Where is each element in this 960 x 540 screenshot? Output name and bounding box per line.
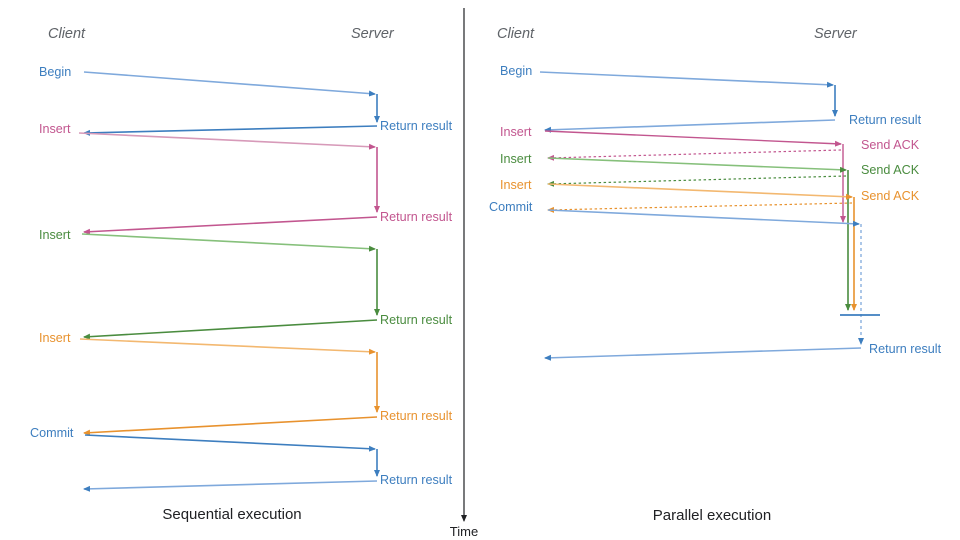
left-panel-caption: Sequential execution [162, 506, 301, 523]
right-actor-client-label: Client [497, 26, 535, 42]
left-label-insert-2: Insert [39, 228, 71, 242]
right-arrow-begin-request [539, 71, 834, 88]
right-arrow-insert2-request [547, 157, 847, 173]
left-label-return-result-3: Return result [380, 313, 453, 327]
right-flow-commit: Return result [544, 209, 942, 361]
left-flow-insert-1: Return result [78, 132, 453, 235]
left-arrow-commit-response [83, 480, 378, 492]
left-arrow-insert1-request [78, 132, 376, 150]
right-label-begin: Begin [500, 64, 532, 78]
left-label-return-result-5: Return result [380, 473, 453, 487]
right-arrow-insert2-ack [547, 175, 847, 187]
right-arrow-begin-response [544, 119, 836, 133]
right-label-send-ack-1: Send ACK [861, 138, 920, 152]
right-arrow-insert1-ack [547, 149, 842, 161]
right-flow-insert-2: Send ACK [547, 157, 920, 311]
right-label-commit: Commit [489, 200, 533, 214]
left-actor-client-label: Client [48, 26, 86, 42]
left-flow-commit: Return result [83, 434, 453, 492]
right-label-return-result-1: Return result [849, 113, 922, 127]
right-arrow-insert3-request [547, 183, 853, 200]
left-label-insert-3: Insert [39, 331, 71, 345]
left-flow-insert-3: Return result [79, 338, 453, 436]
right-actor-server-label: Server [814, 26, 858, 42]
left-arrow-begin-request [83, 71, 376, 97]
right-label-send-ack-3: Send ACK [861, 189, 920, 203]
right-flow-insert-3: Send ACK [547, 183, 920, 311]
left-flow-begin: Return result [83, 71, 453, 136]
left-arrow-insert1-response [83, 216, 378, 235]
time-axis: Time [450, 8, 478, 539]
left-panel: Client Server Return result Return resul… [30, 26, 453, 523]
left-arrow-begin-response [83, 125, 378, 136]
left-label-return-result-1: Return result [380, 119, 453, 133]
right-panel-caption: Parallel execution [653, 507, 771, 524]
left-label-commit: Commit [30, 426, 74, 440]
left-arrow-insert2-request [81, 233, 376, 252]
left-label-insert-1: Insert [39, 122, 71, 136]
right-flow-insert-1: Send ACK [544, 130, 920, 223]
left-arrow-insert2-response [83, 319, 378, 340]
right-label-return-result-2: Return result [869, 342, 942, 356]
left-label-return-result-4: Return result [380, 409, 453, 423]
left-label-return-result-2: Return result [380, 210, 453, 224]
left-label-begin: Begin [39, 65, 71, 79]
left-flow-insert-2: Return result [81, 233, 453, 340]
right-label-insert-3: Insert [500, 178, 532, 192]
time-axis-label: Time [450, 524, 478, 539]
left-arrow-insert3-request [79, 338, 376, 355]
right-panel: Client Server Return result Send ACK Sen… [489, 26, 942, 524]
right-label-send-ack-2: Send ACK [861, 163, 920, 177]
right-arrow-commit-request [547, 209, 860, 227]
right-flow-begin: Return result [539, 71, 922, 133]
right-arrow-insert1-request [544, 130, 842, 147]
right-arrow-commit-response [544, 347, 862, 361]
left-arrow-insert3-response [83, 416, 378, 436]
right-label-insert-2: Insert [500, 152, 532, 166]
right-label-insert-1: Insert [500, 125, 532, 139]
left-arrow-commit-request [84, 434, 376, 452]
right-arrow-insert3-ack [547, 202, 853, 213]
left-actor-server-label: Server [351, 26, 395, 42]
